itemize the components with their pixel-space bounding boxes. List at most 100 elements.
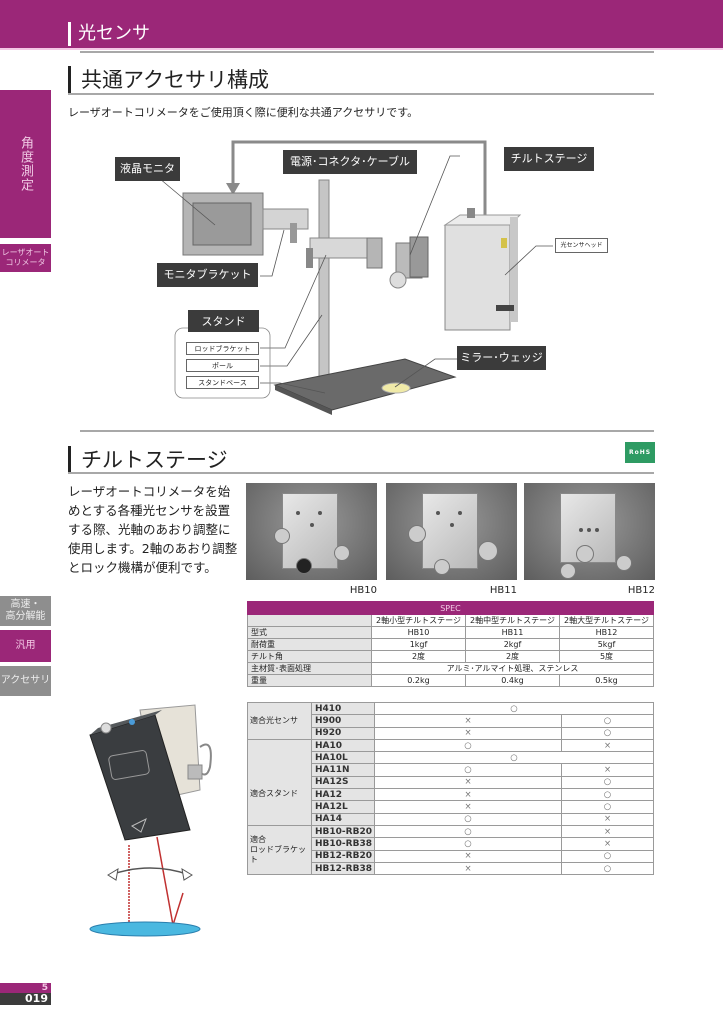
table-row: H900 × ○ <box>248 714 654 728</box>
table-row: HB10-RB38 ○ × <box>248 837 654 851</box>
group-label: 適合 ロッドブラケット <box>247 824 312 876</box>
compat-mark: × <box>561 837 654 851</box>
table-row: H920 × ○ <box>248 726 654 740</box>
photo-caption: HB10 <box>349 585 377 596</box>
row-label: 重量 <box>247 674 372 687</box>
blank-cell <box>247 614 372 627</box>
compat-mark: × <box>374 861 562 876</box>
table-row: HA14 ○ × <box>248 812 654 826</box>
cell: 2kgf <box>465 638 560 651</box>
compat-mark: × <box>561 763 654 777</box>
section-divider <box>68 472 654 474</box>
compat-mark: ○ <box>561 775 654 790</box>
model-cell: HB12-RB20 <box>311 849 375 863</box>
section-title-tilt-stage: チルトステージ <box>68 446 228 474</box>
spec-table: SPEC 2軸小型チルトステージ 2軸中型チルトステージ 2軸大型チルトステージ… <box>247 601 654 687</box>
cell: HB10 <box>371 626 466 639</box>
table-row: 適合 ロッドブラケット HB10-RB20 ○ × <box>247 824 654 876</box>
table-row: 適合光センサ H410 ○ <box>247 701 654 740</box>
column-header: 2軸大型チルトステージ <box>559 614 654 627</box>
photo-caption: HB12 <box>627 585 655 596</box>
model-cell: HA12L <box>311 800 375 814</box>
sidebar-subcategory[interactable]: レーザオート コリメータ <box>0 244 51 272</box>
compat-mark: ○ <box>374 812 562 826</box>
table-row: HB12-RB20 × ○ <box>248 849 654 863</box>
label-pole: ポール <box>186 359 259 372</box>
spec-row: 重量 0.2kg 0.4kg 0.5kg <box>247 674 654 687</box>
table-row: HA11N ○ × <box>248 763 654 777</box>
compat-mark: ○ <box>561 726 654 740</box>
sidebar-tab-general[interactable]: 汎用 <box>0 630 51 662</box>
diagram-illustration <box>146 140 553 415</box>
cell: 2度 <box>371 650 466 663</box>
model-cell: HA12 <box>311 788 375 802</box>
section-divider <box>80 430 654 432</box>
column-header: 2軸小型チルトステージ <box>371 614 466 627</box>
header-accent-line <box>0 48 723 50</box>
table-row: 適合スタンド HA10 ○ × <box>247 738 654 826</box>
compat-mark: ○ <box>374 738 562 753</box>
compat-mark: ○ <box>561 861 654 876</box>
row-label: チルト角 <box>247 650 372 663</box>
compat-mark: × <box>374 788 562 802</box>
label-power-cable: 電源･コネクタ･ケーブル <box>283 150 417 174</box>
group-label-line: ロッドブラケット <box>250 845 306 865</box>
spec-row: 耐荷重 1kgf 2kgf 5kgf <box>247 638 654 651</box>
label-tilt-stage: チルトステージ <box>504 147 594 171</box>
spec-row: 型式 HB10 HB11 HB12 <box>247 626 654 639</box>
spec-table-title: SPEC <box>247 601 654 615</box>
compat-mark: ○ <box>374 763 562 777</box>
section-number: 5 <box>0 983 51 993</box>
rohs-badge: RoHS <box>625 442 655 463</box>
sidebar-tab-high-speed[interactable]: 高速・ 高分解能 <box>0 596 51 626</box>
tab-label: 高分解能 <box>5 611 46 622</box>
compat-mark: ○ <box>374 751 654 765</box>
table-row: HA12L × ○ <box>248 800 654 814</box>
photo-caption: HB11 <box>489 585 517 596</box>
cell: HB11 <box>465 626 560 639</box>
section-title-accessories: 共通アクセサリ構成 <box>68 66 269 94</box>
compat-mark: × <box>374 775 562 790</box>
section-divider <box>68 93 654 95</box>
cell: 5度 <box>559 650 654 663</box>
label-sensor-head: 光センサヘッド <box>555 238 608 253</box>
accessory-diagram: 液晶モニタ 電源･コネクタ･ケーブル チルトステージ 光センサヘッド モニタブラ… <box>100 135 620 415</box>
table-row: HA12S × ○ <box>248 775 654 790</box>
model-cell: HA10L <box>311 751 375 765</box>
row-label: 主材質･表面処理 <box>247 662 372 675</box>
table-row: HA10L ○ <box>248 751 654 765</box>
cell: 0.5kg <box>559 674 654 687</box>
category-header: 光センサ <box>0 0 723 48</box>
compat-mark: × <box>374 726 562 740</box>
compat-mark: × <box>561 738 654 753</box>
compat-mark: × <box>374 800 562 814</box>
section-divider <box>80 51 654 53</box>
sidebar-category-angle[interactable]: 角度測定 <box>0 90 51 238</box>
compat-mark: × <box>374 714 562 728</box>
label-lcd-monitor: 液晶モニタ <box>115 157 180 181</box>
group-label: 適合光センサ <box>247 702 312 740</box>
label-mirror-wedge: ミラー･ウェッジ <box>457 346 546 370</box>
compat-mark: × <box>374 849 562 863</box>
sidebar-sub-line2: コリメータ <box>5 258 46 267</box>
sidebar-tab-accessories[interactable]: アクセサリ <box>0 666 51 696</box>
label-stand: スタンド <box>188 310 259 332</box>
tilt-stage-description: レーザオートコリメータを始めとする各種光センサを設置する際、光軸のあおり調整に使… <box>68 484 238 575</box>
model-cell: HA11N <box>311 763 375 777</box>
model-cell: HB10-RB38 <box>311 837 375 851</box>
cell: 0.4kg <box>465 674 560 687</box>
category-title: 光センサ <box>68 22 150 46</box>
row-label: 型式 <box>247 626 372 639</box>
compat-mark: ○ <box>561 800 654 814</box>
cell: 1kgf <box>371 638 466 651</box>
label-rod-bracket: ロッドブラケット <box>186 342 259 355</box>
compat-mark: ○ <box>561 714 654 728</box>
compat-mark: ○ <box>374 837 562 851</box>
cell: 0.2kg <box>371 674 466 687</box>
tab-label: アクセサリ <box>0 675 51 686</box>
cell: 5kgf <box>559 638 654 651</box>
product-photo-hb12 <box>524 483 655 580</box>
cell: 2度 <box>465 650 560 663</box>
column-header: 2軸中型チルトステージ <box>465 614 560 627</box>
spec-row: 主材質･表面処理 アルミ･アルマイト処理、ステンレス <box>247 662 654 675</box>
